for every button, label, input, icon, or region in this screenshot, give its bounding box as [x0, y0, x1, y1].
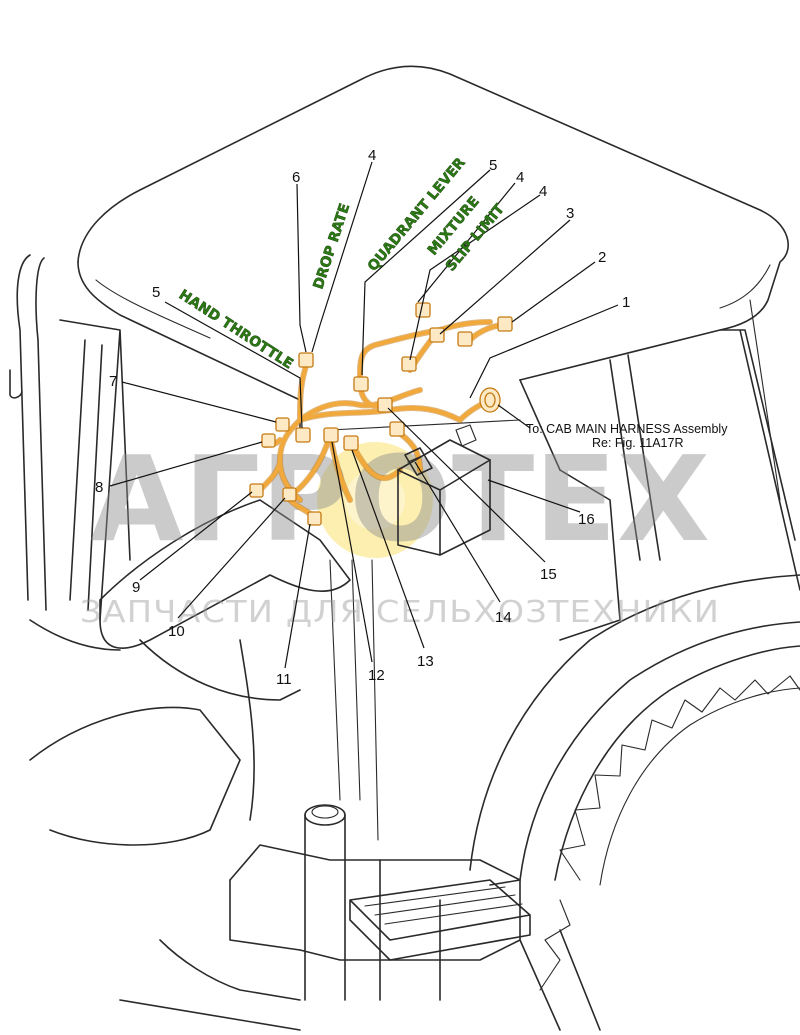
callout-7: 7	[109, 373, 117, 390]
callout-16: 16	[578, 511, 595, 528]
callout-3: 3	[566, 205, 574, 222]
callout-4-drop: 4	[368, 147, 376, 164]
rear-fender	[469, 574, 800, 871]
callout-4-mixture: 4	[539, 183, 547, 200]
connector-9	[249, 483, 264, 498]
cab-right-pillar	[719, 329, 800, 591]
cab-roof-harness	[249, 302, 513, 526]
connector-15b	[389, 421, 405, 437]
callout-11: 11	[276, 671, 292, 688]
connector-10	[282, 487, 297, 502]
module-plug	[404, 447, 433, 476]
callout-10: 10	[168, 623, 185, 640]
label-hand-throttle: HAND THROTTLE	[176, 287, 296, 373]
connector-11	[307, 511, 322, 526]
connector-7	[275, 417, 290, 432]
note-line-1: To: CAB MAIN HARNESS Assembly	[526, 422, 728, 436]
callout-2: 2	[598, 249, 606, 266]
label-drop-rate: DROP RATE	[311, 202, 354, 292]
callout-5-throttle: 5	[152, 284, 160, 301]
watermark: АГРОТЕХ ЗАПЧАСТИ ДЛЯ СЕЛЬХОЗТЕХНИКИ	[80, 430, 720, 630]
callout-15: 15	[540, 566, 557, 583]
main-harness-connector	[479, 387, 501, 413]
connector-drop-rate	[298, 352, 314, 368]
callout-13: 13	[417, 653, 434, 670]
connector-quadrant-lever	[353, 376, 369, 392]
callout-numbers: 1 2 3 4 4 4 5 5 6 7 8 9 10 11 12 13 14 1…	[95, 147, 630, 688]
connector-13	[343, 435, 359, 451]
cab-left-pillar	[16, 254, 47, 611]
watermark-logo-icon	[317, 442, 433, 558]
callout-12: 12	[368, 667, 385, 684]
watermark-tagline: ЗАПЧАСТИ ДЛЯ СЕЛЬХОЗТЕХНИКИ	[80, 595, 720, 630]
leader-lines	[109, 161, 619, 669]
callout-4-slip: 4	[516, 169, 524, 186]
connector-3	[429, 327, 445, 343]
connector-2	[497, 316, 513, 332]
callout-6: 6	[292, 169, 300, 186]
cab-roof	[77, 65, 789, 381]
callout-8: 8	[95, 479, 103, 496]
callout-5-quadrant: 5	[489, 157, 497, 174]
connector-8	[261, 433, 276, 448]
rear-tire	[519, 645, 800, 1031]
callout-14: 14	[495, 609, 512, 626]
connector-hand-throttle	[295, 427, 311, 443]
connector-mixture	[401, 356, 417, 372]
control-module	[397, 424, 491, 556]
connector-extra	[457, 331, 473, 347]
connector-slip-limit	[415, 302, 431, 318]
callout-1: 1	[622, 294, 630, 311]
connector-12	[323, 427, 339, 443]
watermark-brand: АГРОТЕХ	[90, 430, 710, 568]
callout-9: 9	[132, 579, 140, 596]
lever-post	[304, 814, 346, 1001]
note-line-2: Re: Fig. 11A17R	[592, 436, 683, 450]
cab-step	[349, 879, 531, 961]
harness-note: To: CAB MAIN HARNESS Assembly Re: Fig. 1…	[526, 422, 728, 450]
